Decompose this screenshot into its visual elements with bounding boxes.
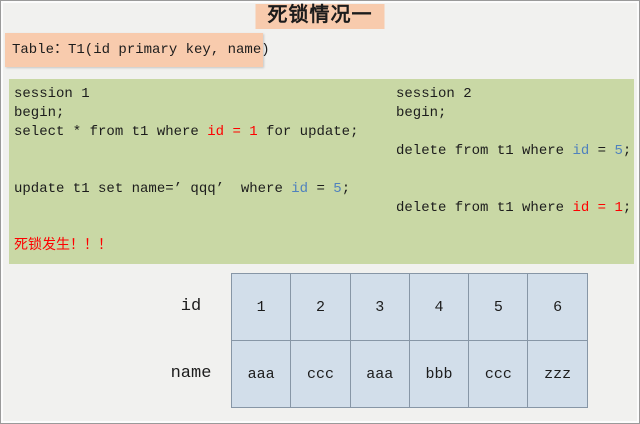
code-segment: session 2	[396, 86, 472, 102]
code-segment: ;	[622, 200, 632, 216]
code-segment: begin;	[14, 105, 65, 121]
code-line: select * from t1 where id = 1 for update…	[14, 123, 358, 142]
table-cell: 3	[350, 274, 410, 341]
code-line	[14, 218, 358, 237]
code-line	[14, 161, 358, 180]
code-segment: delete from t1 where	[396, 143, 573, 159]
code-segment: id	[291, 181, 309, 197]
session2-code: session 2 begin; delete from t1 where id …	[396, 85, 631, 218]
code-segment: update t1 set name=’ qqq’ where	[14, 181, 292, 197]
table-cell: ccc	[291, 341, 351, 408]
code-segment: 5	[614, 143, 623, 159]
row-label-name: name	[170, 364, 212, 383]
sessions-panel: session 1 begin; select * from t1 where id…	[9, 79, 634, 264]
table-cell: bbb	[409, 341, 470, 408]
code-segment: ;	[341, 181, 351, 197]
code-line: 死锁发生！！！	[14, 237, 358, 256]
table-cell: aaa	[350, 341, 410, 408]
code-line: session 1	[14, 85, 358, 104]
code-line: begin;	[14, 104, 358, 123]
code-segment: id = 1	[207, 124, 258, 140]
page-title: 死锁情况一	[255, 4, 385, 29]
code-line	[396, 180, 631, 199]
code-line	[396, 123, 631, 142]
code-segment: select * from t1 where	[14, 124, 208, 140]
code-segment: ;	[622, 143, 632, 159]
code-segment: 死锁发生！！！	[14, 238, 112, 254]
code-segment: 5	[333, 181, 342, 197]
code-segment: session 1	[14, 86, 90, 102]
table-cell: 2	[291, 274, 351, 341]
code-line	[14, 199, 358, 218]
code-line: begin;	[396, 104, 631, 123]
code-line: session 2	[396, 85, 631, 104]
code-segment: id = 1	[572, 200, 623, 216]
code-segment: for update;	[257, 124, 359, 140]
code-line: delete from t1 where id = 1;	[396, 199, 631, 218]
code-segment: =	[589, 143, 615, 159]
row-label-id: id	[180, 297, 202, 316]
table-cell: zzz	[528, 341, 588, 408]
table-definition-label: Table：T1(id primary key, name)	[5, 33, 270, 67]
code-line: delete from t1 where id = 5;	[396, 142, 631, 161]
table-cell: 6	[528, 274, 588, 341]
table-cell: 5	[469, 274, 529, 341]
code-line: update t1 set name=’ qqq’ where id = 5;	[14, 180, 358, 199]
code-line	[14, 142, 358, 161]
code-segment: delete from t1 where	[396, 200, 573, 216]
table-cell: aaa	[232, 341, 292, 408]
code-segment: begin;	[396, 105, 447, 121]
code-line	[396, 161, 631, 180]
code-segment: id	[572, 143, 590, 159]
table-cell: 4	[409, 274, 470, 341]
table-cell: ccc	[469, 341, 529, 408]
session1-code: session 1 begin; select * from t1 where id…	[14, 85, 358, 256]
table-cell: 1	[232, 274, 292, 341]
code-segment: =	[308, 181, 334, 197]
